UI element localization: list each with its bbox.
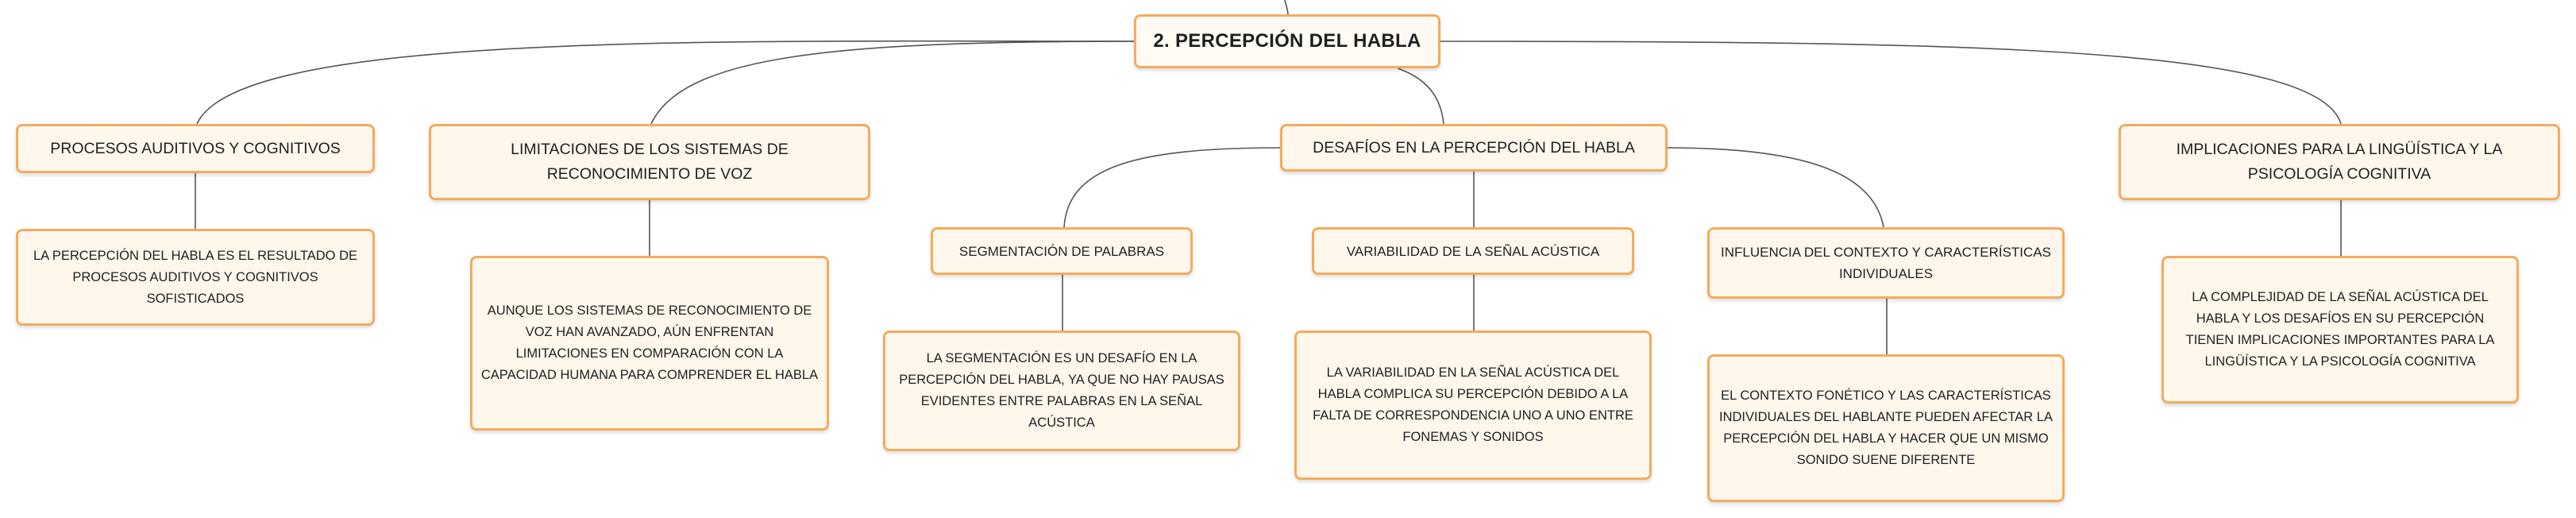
topic-limitaciones[interactable]: LIMITACIONES DE LOS SISTEMAS DE RECONOCI… <box>429 124 870 200</box>
subtopic-segmentacion[interactable]: SEGMENTACIÓN DE PALABRAS <box>931 227 1193 275</box>
topic-label: PROCESOS AUDITIVOS Y COGNITIVOS <box>50 139 341 157</box>
edge-parent-root <box>1284 0 1289 15</box>
topic-label: IMPLICACIONES PARA LA LINGÜÍSTICA Y LA P… <box>2176 141 2503 183</box>
subtopic-influencia[interactable]: INFLUENCIA DEL CONTEXTO Y CARACTERÍSTICA… <box>1707 227 2065 299</box>
detail-text: EL CONTEXTO FONÉTICO Y LAS CARACTERÍSTIC… <box>1719 388 2053 467</box>
edge-root-desafios <box>1397 68 1444 125</box>
topic-label: LIMITACIONES DE LOS SISTEMAS DE RECONOCI… <box>511 141 789 183</box>
subtopic-label: SEGMENTACIÓN DE PALABRAS <box>958 243 1165 259</box>
edge-desafios-segmentacion <box>1063 147 1281 228</box>
detail-limitaciones[interactable]: AUNQUE LOS SISTEMAS DE RECONOCIMIENTO DE… <box>470 256 829 431</box>
topic-implicaciones[interactable]: IMPLICACIONES PARA LA LINGÜÍSTICA Y LA P… <box>2119 124 2560 200</box>
root-topic-label: 2. PERCEPCIÓN DEL HABLA <box>1153 30 1421 52</box>
detail-procesos-auditivos[interactable]: LA PERCEPCIÓN DEL HABLA ES EL RESULTADO … <box>16 229 375 326</box>
edge-root-limitaciones <box>650 41 1135 125</box>
topic-desafios[interactable]: DESAFÍOS EN LA PERCEPCIÓN DEL HABLA <box>1280 124 1668 172</box>
detail-segmentacion[interactable]: LA SEGMENTACIÓN ES UN DESAFÍO EN LA PERC… <box>883 331 1240 451</box>
edge-desafios-influencia <box>1667 147 1884 228</box>
detail-text: LA SEGMENTACIÓN ES UN DESAFÍO EN LA PERC… <box>899 351 1224 430</box>
topic-procesos-auditivos[interactable]: PROCESOS AUDITIVOS Y COGNITIVOS <box>16 124 375 173</box>
detail-text: AUNQUE LOS SISTEMAS DE RECONOCIMIENTO DE… <box>480 303 819 382</box>
detail-text: LA PERCEPCIÓN DEL HABLA ES EL RESULTADO … <box>33 248 358 306</box>
detail-influencia[interactable]: EL CONTEXTO FONÉTICO Y LAS CARACTERÍSTIC… <box>1707 354 2065 502</box>
topic-label: DESAFÍOS EN LA PERCEPCIÓN DEL HABLA <box>1313 138 1635 157</box>
detail-variabilidad[interactable]: LA VARIABILIDAD EN LA SEÑAL ACÚSTICA DEL… <box>1294 331 1652 480</box>
subtopic-label: INFLUENCIA DEL CONTEXTO Y CARACTERÍSTICA… <box>1721 245 2051 281</box>
subtopic-label: VARIABILIDAD DE LA SEÑAL ACÚSTICA <box>1346 243 1600 259</box>
subtopic-variabilidad[interactable]: VARIABILIDAD DE LA SEÑAL ACÚSTICA <box>1312 227 1634 275</box>
detail-text: LA COMPLEJIDAD DE LA SEÑAL ACÚSTICA DEL … <box>2185 290 2495 369</box>
root-topic[interactable]: 2. PERCEPCIÓN DEL HABLA <box>1134 14 1440 68</box>
detail-text: LA VARIABILIDAD EN LA SEÑAL ACÚSTICA DEL… <box>1313 365 1633 444</box>
detail-implicaciones[interactable]: LA COMPLEJIDAD DE LA SEÑAL ACÚSTICA DEL … <box>2161 256 2519 404</box>
edge-root-procesos <box>196 40 1135 125</box>
edge-root-implicaciones <box>1440 41 2342 125</box>
